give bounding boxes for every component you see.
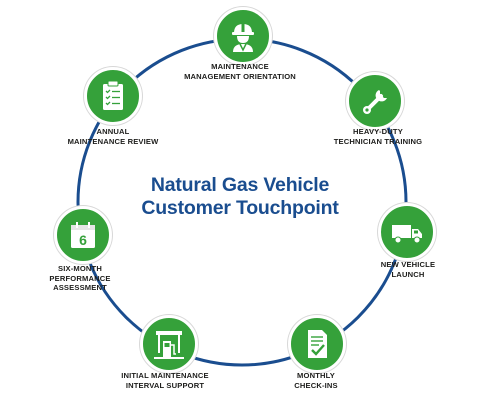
step-node-initial-maintenance xyxy=(140,315,198,373)
wrench-icon xyxy=(363,90,387,114)
label-line: PERFORMANCE xyxy=(49,273,111,283)
truck-icon xyxy=(392,225,422,244)
label-line: CHECK-INS xyxy=(294,380,338,390)
label-line: INITIAL MAINTENANCE xyxy=(121,371,209,380)
step-label-maintenance-orientation: MAINTENANCE MANAGEMENT ORIENTATION xyxy=(170,62,310,81)
label-line: LAUNCH xyxy=(391,269,425,279)
title-line-2: Customer Touchpoint xyxy=(141,197,339,219)
step-label-technician-training: HEAVY-DUTY TECHNICIAN TRAINING xyxy=(318,127,438,146)
worker-hardhat-icon xyxy=(232,24,254,52)
clipboard-checklist-icon xyxy=(103,80,123,110)
step-node-maintenance-orientation xyxy=(214,7,272,65)
step-node-monthly-checkins xyxy=(288,315,346,373)
label-line: MONTHLY xyxy=(297,371,335,380)
step-node-technician-training xyxy=(346,72,404,130)
label-line: HEAVY-DUTY xyxy=(353,127,403,136)
label-line: TECHNICIAN TRAINING xyxy=(333,136,423,146)
document-check-icon xyxy=(308,330,327,358)
label-line: MANAGEMENT ORIENTATION xyxy=(184,71,296,81)
calendar-number: 6 xyxy=(79,232,87,248)
label-line: INTERVAL SUPPORT xyxy=(125,380,205,390)
diagram-title: Natural Gas Vehicle Customer Touchpoint xyxy=(100,174,380,220)
step-node-six-month-assessment: 6 xyxy=(54,206,112,264)
step-label-vehicle-launch: NEW VEHICLE LAUNCH xyxy=(368,260,448,279)
fuel-station-icon xyxy=(154,331,184,359)
label-line: MAINTENANCE xyxy=(211,62,269,71)
step-node-annual-review xyxy=(84,67,142,125)
label-line: ASSESSMENT xyxy=(53,283,107,292)
step-label-six-month-assessment: SIX-MONTH PERFORMANCE ASSESSMENT xyxy=(30,264,130,293)
step-label-monthly-checkins: MONTHLY CHECK-INS xyxy=(276,371,356,390)
label-line: SIX-MONTH xyxy=(58,264,102,273)
calendar-icon: 6 xyxy=(71,222,95,248)
title-line-1: Natural Gas Vehicle xyxy=(150,174,330,196)
label-line: MAINTENANCE REVIEW xyxy=(67,136,159,146)
step-label-annual-review: ANNUAL MAINTENANCE REVIEW xyxy=(48,127,178,146)
label-line: ANNUAL xyxy=(96,127,130,136)
label-line: NEW VEHICLE xyxy=(380,260,436,269)
step-node-vehicle-launch xyxy=(378,203,436,261)
step-label-initial-maintenance: INITIAL MAINTENANCE INTERVAL SUPPORT xyxy=(100,371,230,390)
